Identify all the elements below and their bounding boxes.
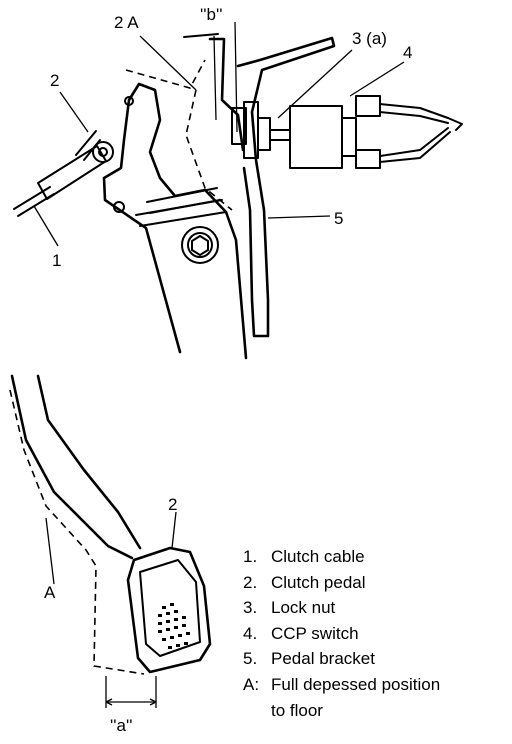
clutch-pedal-pad [126, 546, 212, 674]
top-leader-lines [33, 21, 405, 247]
legend-text: Full depessed position [271, 674, 441, 694]
clutch-pedal-lower-arm [9, 374, 145, 675]
callout-2-top: 2 [50, 71, 59, 90]
legend-item: 2. Clutch pedal [243, 570, 508, 596]
legend-key: 2. [243, 572, 258, 592]
callout-3a: 3 (a) [352, 29, 387, 48]
callout-A: A [44, 583, 56, 602]
parts-legend: 1. Clutch cable 2. Clutch pedal 3. Lock nut… [243, 544, 508, 723]
legend-key [243, 698, 271, 724]
legend-key: A: [243, 674, 260, 694]
callout-5: 5 [334, 209, 343, 228]
bottom-leader-lines [45, 511, 177, 585]
clutch-cable [13, 130, 107, 217]
legend-key: 1. [243, 547, 258, 566]
legend-item: to floor [243, 698, 508, 724]
legend-item: A: Full depessed position [243, 672, 508, 698]
clutch-pedal-upper-arm [92, 59, 248, 360]
legend-key: 3. [243, 598, 258, 618]
legend-text: Lock nut [271, 598, 336, 618]
dimension-a [105, 676, 157, 708]
legend-item: 3. Lock nut [243, 595, 508, 621]
legend-text: CCP switch [271, 623, 359, 643]
legend-item: 4. CCP switch [243, 621, 508, 647]
legend-key: 5. [243, 649, 258, 669]
callout-a: ''a'' [110, 716, 132, 735]
callout-2-bottom: 2 [168, 495, 177, 514]
callout-4: 4 [403, 43, 412, 62]
legend-text: to floor [271, 700, 323, 720]
legend-item: 1. Clutch cable [243, 544, 508, 570]
callout-b: ''b'' [200, 5, 222, 24]
legend-text: Clutch cable [271, 547, 365, 566]
legend-text: Pedal bracket [271, 649, 375, 669]
ccp-switch [183, 33, 463, 169]
callout-1: 1 [52, 251, 61, 270]
legend-key: 4. [243, 623, 258, 643]
pedal-pad-grip [158, 603, 190, 649]
callout-2a: 2 A [114, 13, 139, 32]
legend-item: 5. Pedal bracket [243, 646, 508, 672]
pedal-bracket [236, 36, 336, 338]
legend-text: Clutch pedal [271, 572, 366, 592]
